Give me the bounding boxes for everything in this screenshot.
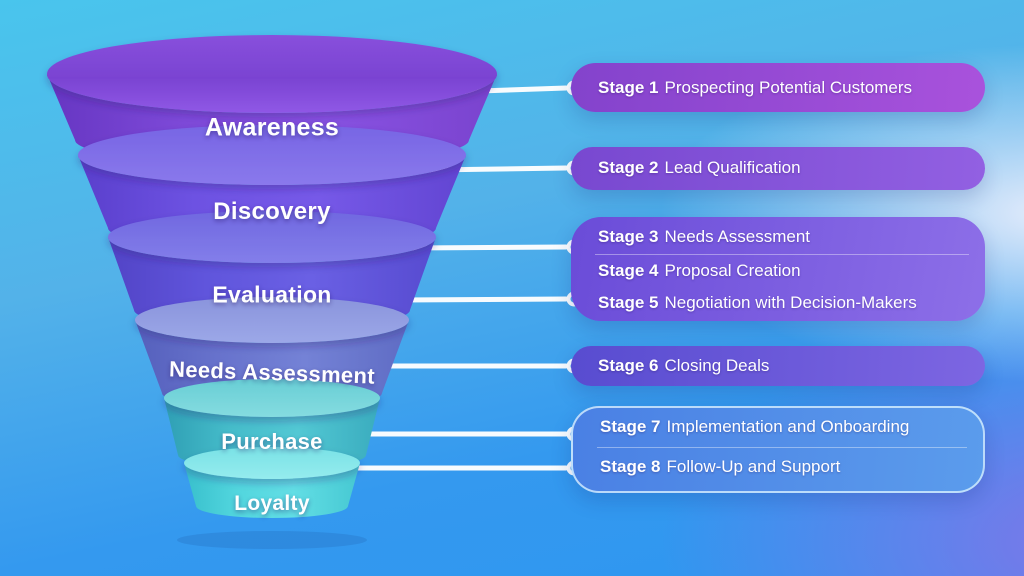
stage-row-text: Proposal Creation	[664, 261, 801, 280]
stage-row-prefix: Stage 4	[598, 261, 659, 280]
funnel-stage-label-purchase: Purchase	[221, 429, 323, 454]
funnel-stage-label-awareness: Awareness	[204, 113, 340, 142]
stage-row: Stage 1 Prospecting Potential Customers	[598, 77, 975, 99]
stage-row-text: Closing Deals	[664, 356, 770, 375]
stage-box-3-4-5: Stage 3 Needs Assessment Stage 4 Proposa…	[571, 217, 985, 321]
funnel-layer-loyalty	[184, 447, 360, 518]
stage-row-prefix: Stage 2	[598, 158, 659, 177]
stage-row-prefix: Stage 5	[598, 293, 659, 312]
funnel-stage-label-loyalty: Loyalty	[234, 492, 310, 515]
stage-row-prefix: Stage 7	[600, 417, 661, 436]
stage-box-6: Stage 6 Closing Deals	[571, 346, 985, 386]
stage-box-2: Stage 2 Lead Qualification	[571, 147, 985, 190]
stage-row-text: Lead Qualification	[664, 158, 801, 177]
stage-row: Stage 8 Follow-Up and Support	[600, 456, 973, 478]
stage-box-7-8: Stage 7 Implementation and Onboarding St…	[571, 406, 985, 493]
stage-row: Stage 3 Needs Assessment	[598, 226, 975, 248]
stage-row-text: Negotiation with Decision-Makers	[664, 293, 917, 312]
stage-row-prefix: Stage 3	[598, 227, 659, 246]
stage-row-text: Prospecting Potential Customers	[664, 78, 913, 97]
stage-row-text: Follow-Up and Support	[666, 457, 841, 476]
funnel-stage-label-discovery: Discovery	[213, 198, 331, 225]
stage-row-prefix: Stage 8	[600, 457, 661, 476]
row-divider	[597, 447, 967, 448]
stage-row-prefix: Stage 6	[598, 356, 659, 375]
stage-row: Stage 5 Negotiation with Decision-Makers	[598, 292, 975, 314]
stage-row-text: Implementation and Onboarding	[666, 417, 910, 436]
stage-row: Stage 6 Closing Deals	[598, 355, 975, 377]
stage-row: Stage 2 Lead Qualification	[598, 157, 975, 179]
stage-row-prefix: Stage 1	[598, 78, 659, 97]
stage-row: Stage 4 Proposal Creation	[598, 260, 975, 282]
row-divider	[595, 254, 969, 255]
funnel-shadow	[177, 531, 367, 549]
funnel-stage-label-evaluation: Evaluation	[212, 281, 332, 308]
stage-row: Stage 7 Implementation and Onboarding	[600, 416, 973, 438]
connector-line-stage5	[397, 296, 569, 303]
stage-box-1: Stage 1 Prospecting Potential Customers	[571, 63, 985, 112]
stage-row-text: Needs Assessment	[664, 227, 810, 246]
connector-line-stage3	[407, 244, 569, 251]
